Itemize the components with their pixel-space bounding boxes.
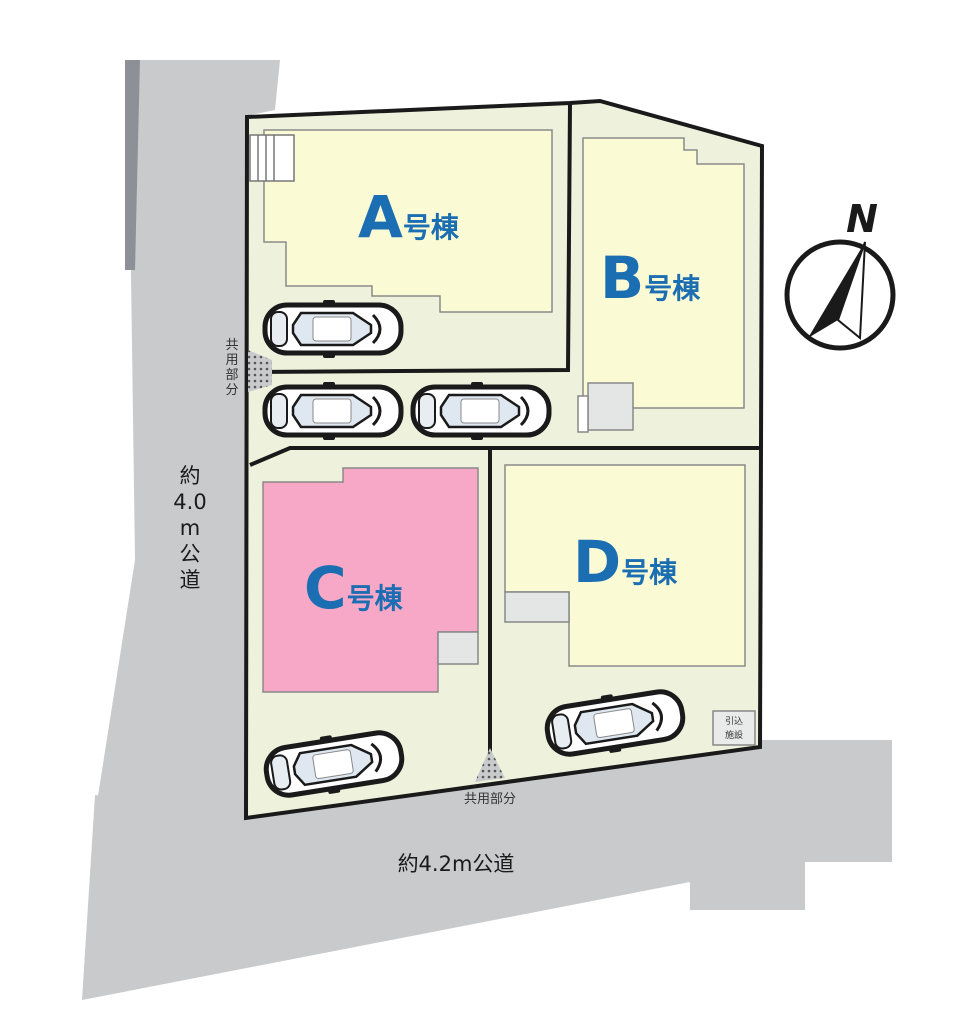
- road-label-west: 約 4.0 m 公 道: [173, 464, 206, 592]
- shared-label-west: 共 用 部 分: [225, 338, 238, 398]
- utility-box-line-1: 引込: [725, 716, 743, 727]
- unit-letter-b: B: [600, 244, 644, 312]
- unit-suffix-b: 号棟: [644, 272, 701, 305]
- utility-box-line-2: 施設: [725, 729, 743, 741]
- lot-divider-a: [251, 102, 572, 374]
- north-arrow: N: [784, 197, 896, 351]
- lot-divider-middle: [249, 446, 760, 467]
- shared-label-south: 共用部分: [464, 792, 516, 807]
- unit-letter-a: A: [358, 183, 403, 251]
- unit-label-c: C号棟: [304, 554, 404, 622]
- road-label-west-prefix: 約: [180, 464, 201, 488]
- south-road: [82, 740, 892, 1000]
- svg-text:部: 部: [225, 368, 238, 383]
- shared-area-west: [248, 350, 272, 392]
- unit-label-a: A号棟: [358, 183, 460, 251]
- unit-suffix-a: 号棟: [403, 211, 460, 244]
- north-label: N: [846, 197, 878, 241]
- unit-letter-d: D: [573, 528, 621, 596]
- unit-suffix-d: 号棟: [621, 556, 678, 589]
- svg-text:用: 用: [225, 353, 238, 368]
- unit-label-d: D号棟: [573, 528, 678, 596]
- car-a-1: [265, 300, 401, 358]
- west-road-edge: [125, 60, 140, 270]
- entrance-a: [249, 134, 295, 182]
- entrance-c: [437, 631, 479, 665]
- car-a-2: [265, 382, 401, 440]
- svg-text:共: 共: [225, 338, 238, 353]
- utility-box: 引込 施設: [712, 710, 756, 746]
- svg-text:分: 分: [225, 383, 238, 398]
- svg-text:道: 道: [180, 568, 201, 592]
- west-road: [95, 60, 280, 815]
- unit-letter-c: C: [304, 554, 347, 622]
- north-arrow-needle: [808, 242, 865, 338]
- road-label-west-value: 4.0: [173, 490, 206, 514]
- unit-suffix-c: 号棟: [347, 582, 404, 615]
- entrance-b: [577, 382, 634, 433]
- house-b: [582, 137, 745, 409]
- entrance-d: [504, 591, 570, 623]
- shared-area-south: [475, 748, 505, 782]
- car-b-1: [413, 382, 549, 440]
- road-label-south: 約4.2m公道: [398, 852, 515, 876]
- svg-text:公: 公: [180, 542, 201, 566]
- house-a: [263, 129, 553, 313]
- unit-label-b: B号棟: [600, 244, 701, 312]
- svg-text:m: m: [180, 516, 200, 540]
